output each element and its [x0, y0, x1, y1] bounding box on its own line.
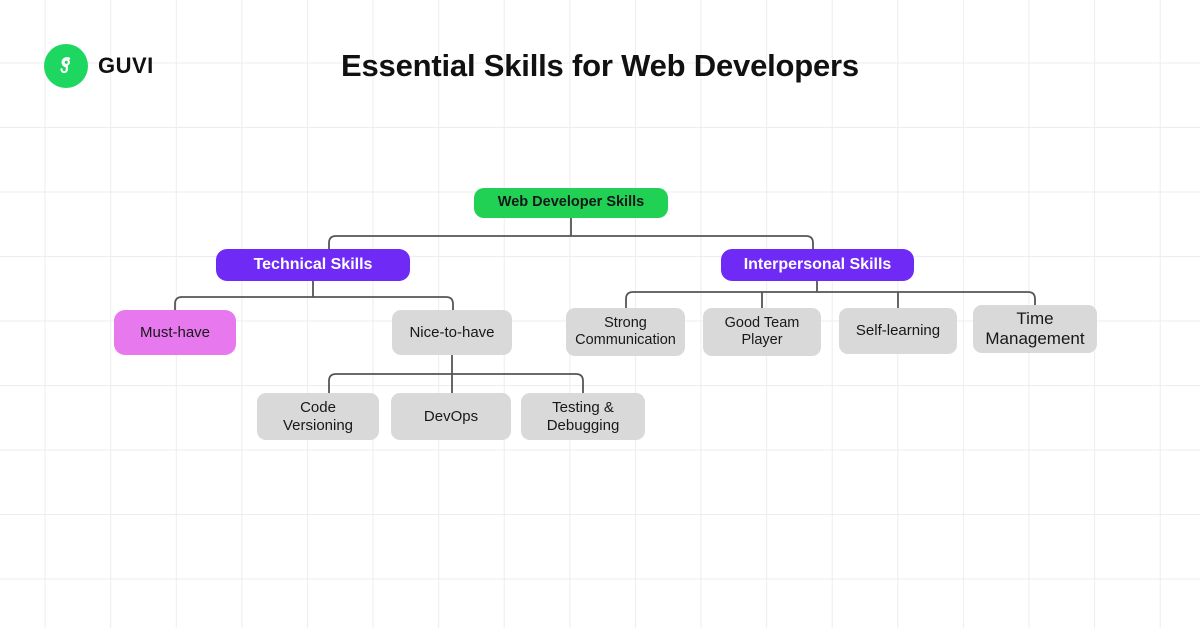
node-web-developer-skills[interactable]: Web Developer Skills	[474, 188, 668, 218]
guvi-g-logo-icon	[44, 44, 88, 88]
node-devops[interactable]: DevOps	[391, 393, 511, 440]
node-technical-skills[interactable]: Technical Skills	[216, 249, 410, 281]
node-interpersonal-skills[interactable]: Interpersonal Skills	[721, 249, 914, 281]
node-must-have[interactable]: Must-have	[114, 310, 236, 355]
node-strong-communication[interactable]: Strong Communication	[566, 308, 685, 356]
node-self-learning[interactable]: Self-learning	[839, 308, 957, 354]
node-nice-to-have[interactable]: Nice-to-have	[392, 310, 512, 355]
node-testing-debugging[interactable]: Testing & Debugging	[521, 393, 645, 440]
node-time-management[interactable]: Time Management	[973, 305, 1097, 353]
page-title: Essential Skills for Web Developers	[341, 48, 859, 83]
node-code-versioning[interactable]: Code Versioning	[257, 393, 379, 440]
node-good-team-player[interactable]: Good Team Player	[703, 308, 821, 356]
brand-name: GUVI	[98, 53, 154, 78]
brand-logo: GUVI	[44, 44, 154, 88]
